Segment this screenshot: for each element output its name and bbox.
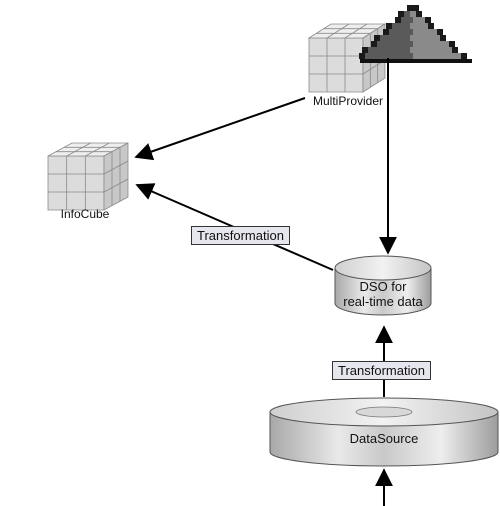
infocube-cube-icon bbox=[47, 142, 129, 211]
transformation-label-lower: Transformation bbox=[332, 361, 431, 380]
edge-multiprovider-to-infocube bbox=[134, 97, 306, 161]
infocube-label: InfoCube bbox=[60, 207, 110, 221]
query-triangle-icon bbox=[359, 5, 472, 63]
dso-cylinder bbox=[334, 255, 432, 316]
dso-label-line2: real-time data bbox=[343, 294, 423, 309]
multiprovider-label: MultiProvider bbox=[312, 94, 384, 108]
datasource-cylinder bbox=[269, 397, 499, 467]
transformation-label-upper: Transformation bbox=[191, 226, 290, 245]
datasource-label: DataSource bbox=[349, 431, 419, 446]
dso-label-line1: DSO for bbox=[359, 279, 407, 294]
